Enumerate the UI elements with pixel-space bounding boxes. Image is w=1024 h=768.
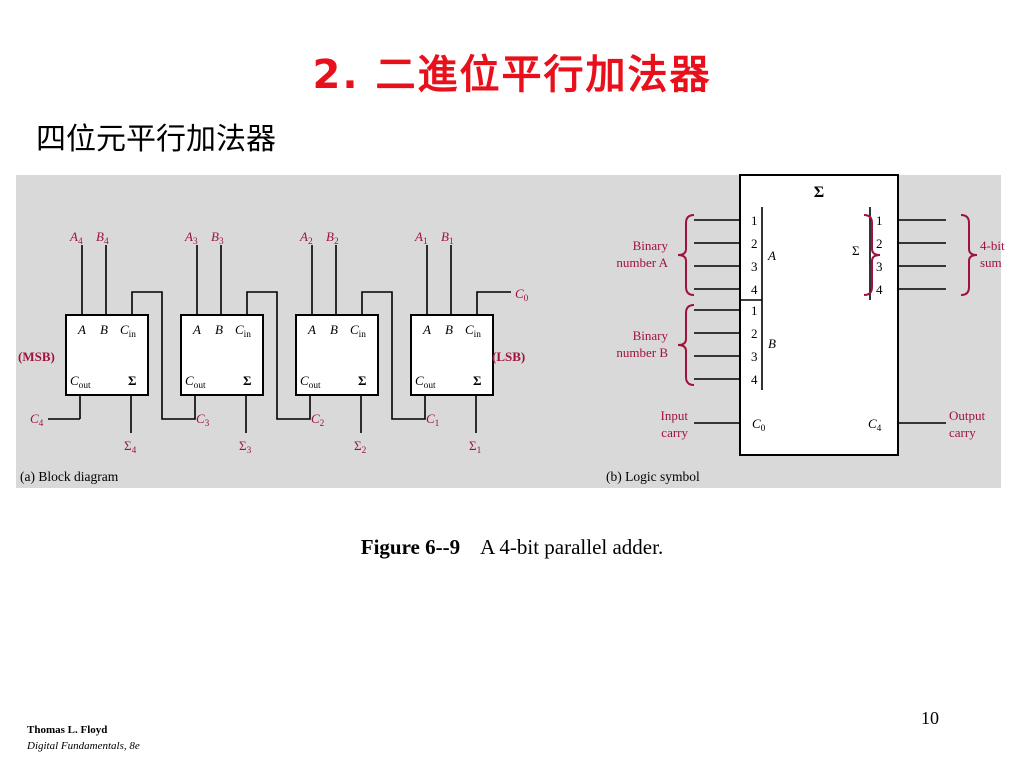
pin-cin-label: Cin — [235, 322, 251, 340]
a-pin-number: 3 — [751, 259, 758, 274]
sum-pin-number: 3 — [876, 259, 883, 274]
b-pin-number: 1 — [751, 303, 758, 318]
binary-a-brace — [677, 214, 695, 296]
b-pin-number: 2 — [751, 326, 758, 341]
carry-label: C4 — [30, 411, 44, 429]
sum-pin-number: 2 — [876, 236, 883, 251]
sum-bit-label: Σ1 — [469, 438, 482, 456]
sum-bit-label: Σ2 — [354, 438, 367, 456]
pin-b-label: B — [100, 322, 108, 337]
pin-sum-label: Σ — [473, 373, 482, 388]
pin-a-label: A — [192, 322, 201, 337]
binary-b-label: number B — [616, 345, 668, 360]
b-pin-number: 3 — [751, 349, 758, 364]
full-adder-block — [180, 314, 264, 396]
sum-pin-number: 1 — [876, 213, 883, 228]
b-bit-label: B2 — [326, 229, 339, 247]
a-bit-label: A4 — [69, 229, 83, 247]
input-carry-label: carry — [661, 425, 688, 440]
symbol-sigma: Σ — [814, 184, 824, 201]
pin-cout-label: Cout — [185, 373, 206, 391]
binary-b-label: Binary — [633, 328, 669, 343]
binary-a-label: number A — [616, 255, 668, 270]
pin-cout-label: Cout — [415, 373, 436, 391]
c0-label: C0 — [515, 286, 529, 304]
slide-title: 2. 二進位平行加法器 — [312, 52, 712, 98]
carry-chain-wire — [361, 291, 426, 420]
pin-cout-label: Cout — [70, 373, 91, 391]
a-bit-label: A1 — [414, 229, 428, 247]
slide-subtitle: 四位元平行加法器 — [36, 122, 276, 157]
carry-label: C1 — [426, 411, 440, 429]
sum-output-label: sum — [980, 255, 1002, 270]
lsb-label: (LSB) — [492, 349, 525, 364]
pin-sum-label: Σ — [358, 373, 367, 388]
sum-brace — [960, 214, 978, 296]
sum-output-label: 4-bit — [980, 238, 1005, 253]
carry-label: C2 — [311, 411, 325, 429]
full-adder-block — [65, 314, 149, 396]
b-bit-label: B1 — [441, 229, 454, 247]
figure-caption: Figure 6--9 A 4-bit parallel adder. — [0, 535, 1024, 560]
b-pin-number: 4 — [751, 372, 758, 387]
sum-bit-label: Σ3 — [239, 438, 252, 456]
pin-a-label: A — [307, 322, 316, 337]
c0-input-wire — [476, 291, 511, 315]
output-carry-label: Output — [949, 408, 986, 423]
msb-label: (MSB) — [18, 349, 55, 364]
a-pin-number: 1 — [751, 213, 758, 228]
pin-a-label: A — [422, 322, 431, 337]
group-a-label: A — [767, 248, 776, 263]
inner-sigma-label: Σ — [852, 243, 860, 258]
a-bit-label: A2 — [299, 229, 313, 247]
panel-b-label: (b) Logic symbol — [606, 469, 700, 484]
pin-cin-label: Cin — [465, 322, 481, 340]
pin-b-label: B — [330, 322, 338, 337]
input-carry-label: Input — [661, 408, 689, 423]
pin-sum-label: Σ — [243, 373, 252, 388]
carry-label: C3 — [196, 411, 210, 429]
b-bit-label: B4 — [96, 229, 109, 247]
panel-a-label: (a) Block diagram — [20, 469, 119, 484]
b-bit-label: B3 — [211, 229, 224, 247]
caption-text: A 4-bit parallel adder. — [480, 535, 664, 559]
caption-number: Figure 6--9 — [360, 535, 461, 559]
binary-a-label: Binary — [633, 238, 669, 253]
output-carry-label: carry — [949, 425, 976, 440]
full-adder-block — [410, 314, 494, 396]
group-b-label: B — [768, 336, 776, 351]
pin-cin-label: Cin — [120, 322, 136, 340]
inner-sum-brace — [863, 214, 881, 296]
pin-sum-label: Σ — [128, 373, 137, 388]
a-pin-number: 4 — [751, 282, 758, 297]
pin-a-label: A — [77, 322, 86, 337]
sum-bit-label: Σ4 — [124, 438, 137, 456]
carry-chain-wire — [131, 291, 196, 420]
c0-pin-label: C0 — [752, 416, 766, 434]
author: Thomas L. Floyd — [27, 724, 108, 736]
c4-pin-label: C4 — [868, 416, 882, 434]
a-pin-number: 2 — [751, 236, 758, 251]
pin-cin-label: Cin — [350, 322, 366, 340]
binary-b-brace — [677, 304, 695, 386]
adder-symbol-block — [739, 174, 899, 456]
a-bit-label: A3 — [184, 229, 198, 247]
sum-pin-number: 4 — [876, 282, 883, 297]
carry-chain-wire — [246, 291, 311, 420]
full-adder-block — [295, 314, 379, 396]
book-title: Digital Fundamentals, 8e — [27, 740, 140, 752]
pin-b-label: B — [215, 322, 223, 337]
page-number: 10 — [921, 708, 939, 728]
pin-b-label: B — [445, 322, 453, 337]
pin-cout-label: Cout — [300, 373, 321, 391]
